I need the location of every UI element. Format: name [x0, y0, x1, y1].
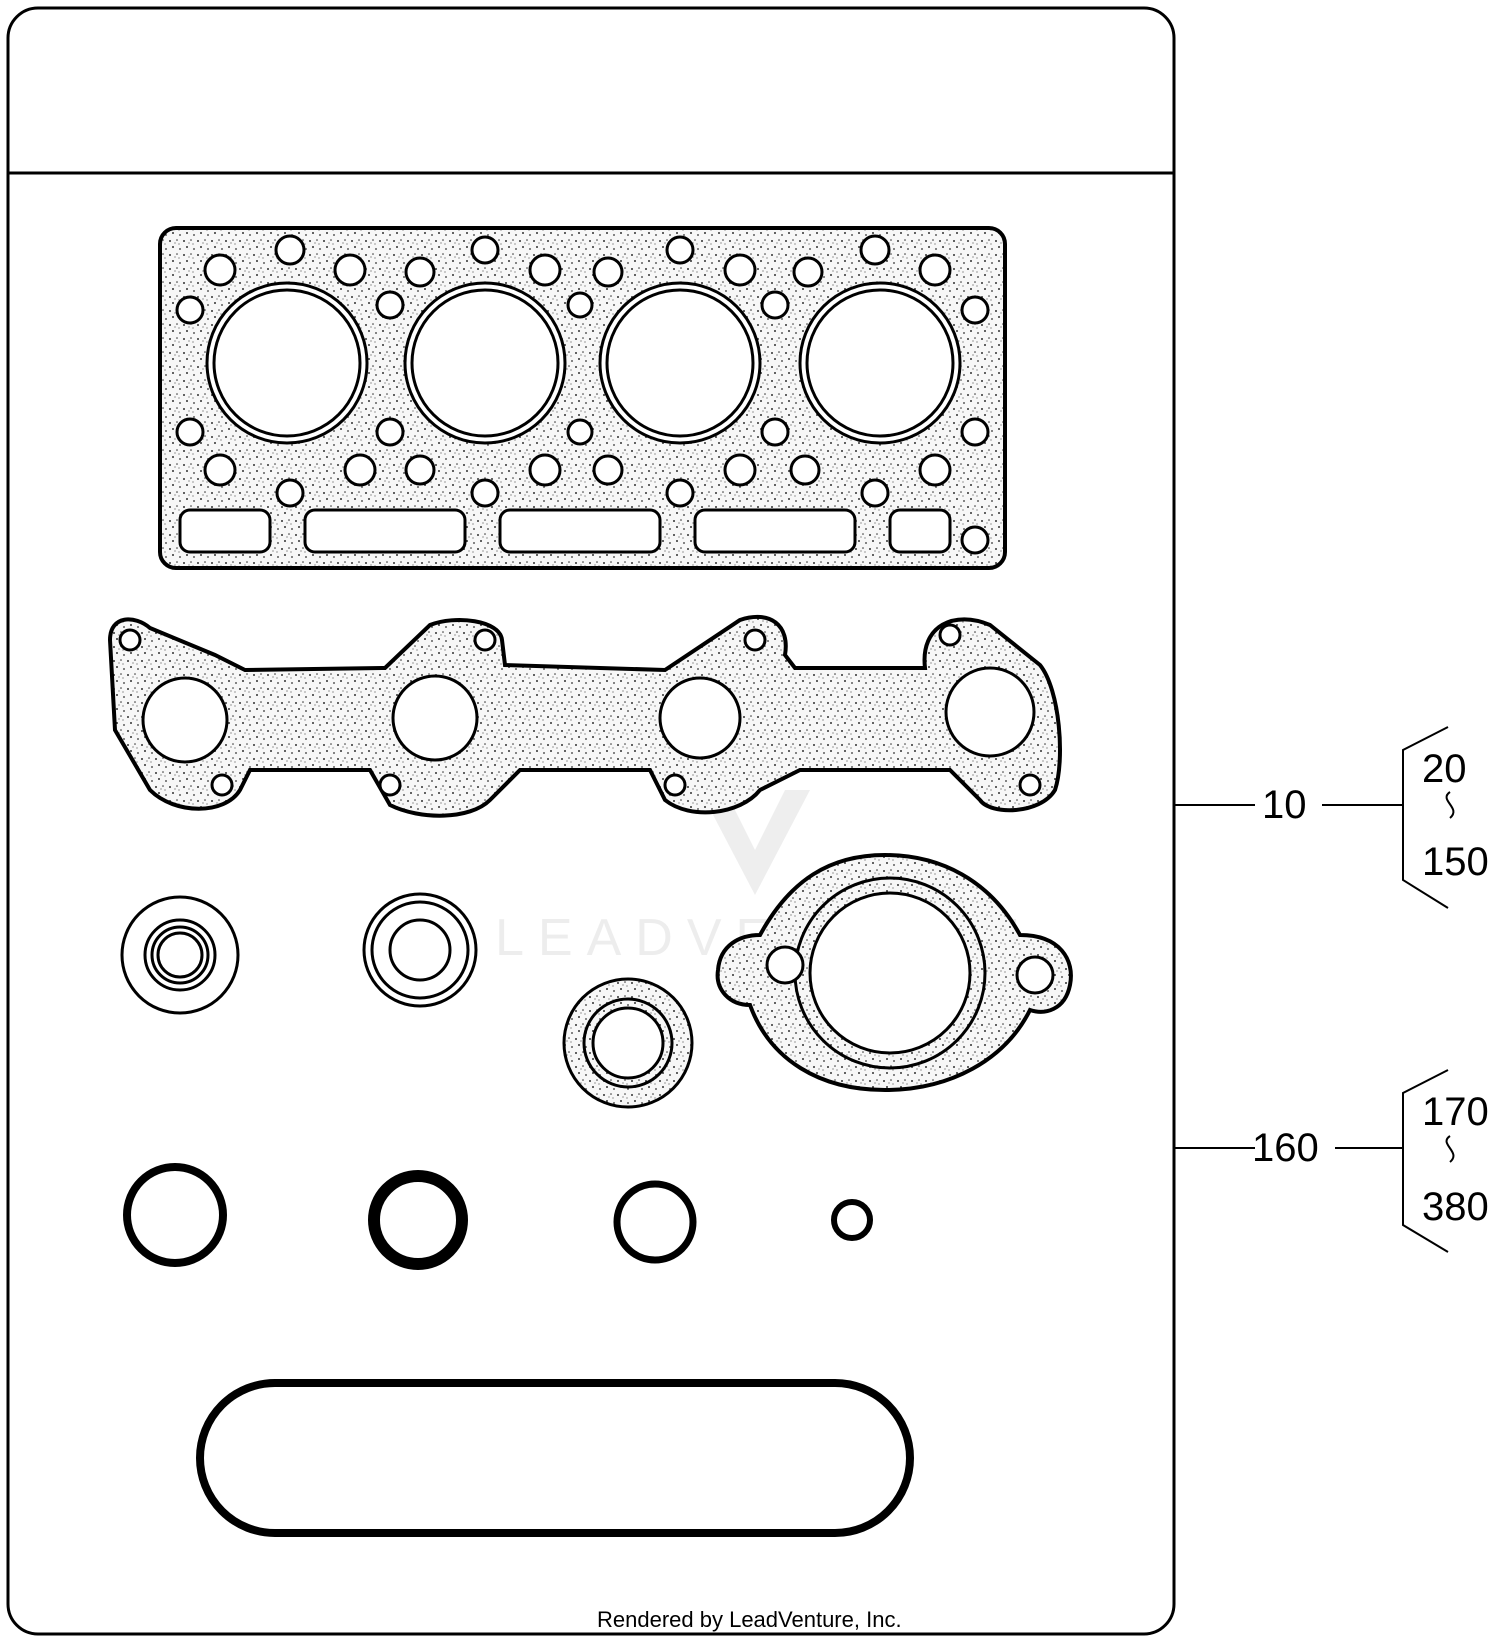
o-ring-2	[368, 1170, 468, 1270]
diagram-frame	[6, 6, 1176, 1636]
oval-gasket	[196, 1379, 914, 1537]
seal-1	[120, 895, 240, 1015]
callout-10-range-start: 20	[1422, 747, 1467, 791]
o-ring-4	[831, 1199, 873, 1241]
callout-kit-160: 160 170 380	[1174, 1069, 1489, 1253]
seal-2	[362, 892, 478, 1008]
callout-160-range-start: 170	[1422, 1090, 1489, 1134]
callout-160-range-end: 380	[1422, 1185, 1489, 1229]
head-gasket	[158, 226, 1007, 570]
o-ring-1	[123, 1163, 227, 1267]
thermostat-gasket	[715, 852, 1073, 1093]
callout-10-number: 10	[1262, 783, 1307, 827]
manifold-gasket	[107, 614, 1062, 818]
footer-credit: Rendered by LeadVenture, Inc.	[597, 1607, 902, 1632]
callout-160-number: 160	[1252, 1126, 1319, 1170]
callout-kit-10: 10 20 150	[1174, 726, 1489, 909]
callout-10-range-end: 150	[1422, 840, 1489, 884]
o-ring-3	[613, 1180, 697, 1264]
seal-3	[562, 977, 694, 1109]
